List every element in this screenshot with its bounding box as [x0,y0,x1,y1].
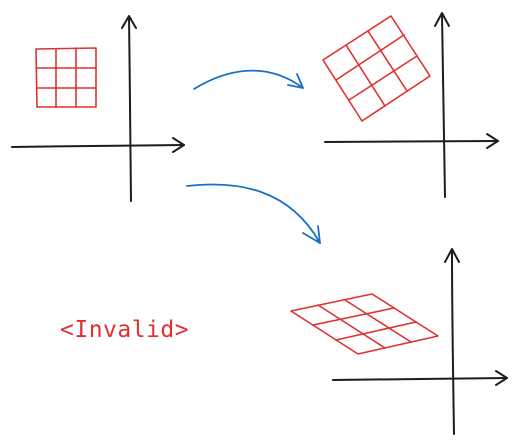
rotated-y-axis-arrowhead [434,12,450,27]
transform-arrow-rotation [193,69,304,90]
rotated-panel [322,12,499,198]
original-x-axis-arrowhead [172,137,185,153]
original-x-axis [11,144,185,148]
rotated-axes [324,12,499,198]
rotated-x-axis [324,140,499,143]
sheared-x-axis-arrowhead [495,370,508,386]
rotated-grid [322,15,431,122]
original-axes [11,15,185,202]
original-y-axis-arrowhead [121,15,137,29]
sheared-y-axis [451,249,455,435]
invalid-label: <Invalid> [60,317,189,343]
rotated-x-axis-arrowhead [486,133,499,149]
sheared-grid [290,293,439,355]
sheared-x-axis [332,377,508,381]
original-panel [11,15,185,202]
sheared-panel [290,248,508,435]
sheared-y-axis-arrowhead [444,248,460,263]
original-grid [35,47,97,108]
sheared-axes [332,248,508,435]
rotated-y-axis [441,13,446,198]
original-y-axis [128,16,132,202]
transform-arrow-shear [186,183,321,244]
